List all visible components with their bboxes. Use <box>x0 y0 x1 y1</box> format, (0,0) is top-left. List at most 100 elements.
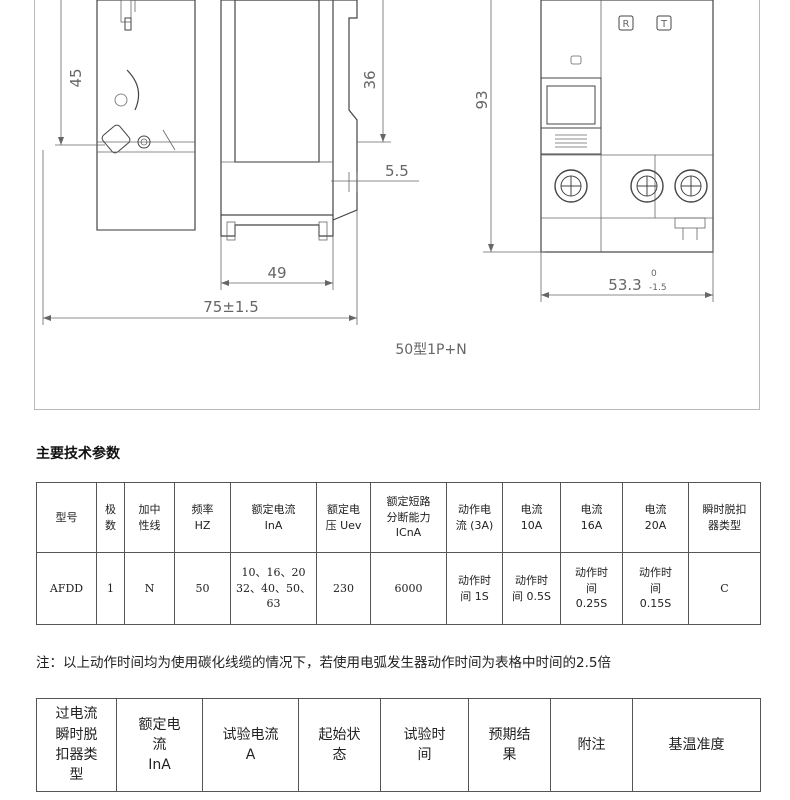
trip-header-cell-line: 基温准度 <box>668 736 725 753</box>
dim-53-3-upper-tolerance: 0 <box>651 269 657 279</box>
spec-header-cell-line: 器类型 <box>708 518 741 532</box>
spec-data-cell-line: 间 1S <box>460 589 489 603</box>
spec-header-cell-line: 电流 <box>644 502 667 516</box>
spec-header-cell-line: 性线 <box>138 518 161 532</box>
model-caption: 50型1P+N <box>395 342 466 358</box>
trip-header-cell-line: 瞬时脱 <box>55 726 98 743</box>
trip-header-cell-line: 试验时 <box>403 726 446 743</box>
dim-53-3-label: 53.3 <box>608 276 641 294</box>
spec-data-cell-line: 50 <box>195 581 210 595</box>
dimension-drawing: 45 36 5.5 49 75±1.5 <box>42 0 714 358</box>
spec-data-cell-line: 间 0.5S <box>512 589 551 603</box>
terminal-screw-icon <box>630 169 664 203</box>
t-button-label: T <box>660 19 668 30</box>
spec-header-cell-line: 频率 <box>191 502 214 516</box>
technical-drawing-panel: 45 36 5.5 49 75±1.5 <box>34 0 760 410</box>
spec-data-cell: 动作时间 0.5S <box>502 552 561 625</box>
front-view-dimensions <box>483 0 714 302</box>
trip-header-cell: 过电流瞬时脱扣器类型 <box>36 698 117 792</box>
spec-header-cell-line: HZ <box>194 518 211 532</box>
trip-header-cell-line: 扣器类 <box>55 747 98 763</box>
section-title: 主要技术参数 <box>36 446 120 462</box>
spec-data-cell-line: C <box>720 581 729 595</box>
spec-header-cell-line: 额定电 <box>327 502 360 516</box>
spec-data-cell: N <box>124 552 175 625</box>
trip-header-cell-line: 试验电流 <box>222 726 279 743</box>
spec-data-cell-line: 动作时 <box>639 565 672 579</box>
spec-data-cell-line: 63 <box>266 597 281 611</box>
spec-header-cell: 频率 HZ <box>174 482 231 553</box>
spec-data-cell-line: 6000 <box>394 581 423 595</box>
spec-data-cell-line: 1 <box>107 581 114 595</box>
spec-header-cell-line: InA <box>264 518 283 532</box>
spec-data-cell-line: 230 <box>333 581 354 595</box>
spec-header-cell: 加中性线 <box>124 482 175 553</box>
spec-data-cell-line: 动作时 <box>575 565 608 579</box>
spec-header-cell-line: 16A <box>580 518 603 532</box>
trip-header-cell: 基温准度 <box>632 698 761 792</box>
dim-75-label: 75±1.5 <box>203 298 259 316</box>
spec-header-cell-line: 动作电 <box>458 502 491 516</box>
side-view-outline <box>96 0 358 241</box>
spec-header-cell-line: 20A <box>644 518 667 532</box>
trip-header-cell-line: 预期结 <box>488 726 531 743</box>
spec-header-cell-line: 瞬时脱扣 <box>702 502 747 516</box>
t-button-icon <box>656 15 672 31</box>
spec-header-cell-line: 压 Uev <box>325 518 362 532</box>
spec-data-cell: 230 <box>316 552 371 625</box>
trip-header-cell-line: 起始状 <box>318 726 361 743</box>
spec-header-cell-line: 10A <box>520 518 543 532</box>
spec-header-cell: 瞬时脱扣器类型 <box>688 482 761 553</box>
trip-header-cell: 附注 <box>550 698 633 792</box>
trip-header-cell-line: 过电流 <box>55 706 98 723</box>
indicator-icon <box>570 55 582 65</box>
trip-header-cell: 试验时间 <box>380 698 469 792</box>
r-button-icon <box>618 15 634 31</box>
dim-36-label: 36 <box>361 70 379 89</box>
trip-header-cell-line: 间 <box>417 747 432 763</box>
spec-header-cell-line: 数 <box>105 518 116 532</box>
spec-data-cell: 1 <box>96 552 125 625</box>
spec-data-cell-line: 10、16、20 <box>241 565 306 579</box>
spec-header-cell-line: 额定电流 <box>251 502 296 516</box>
spec-header-cell-line: 额定短路 <box>386 494 431 508</box>
spec-data-cell-line: 0.25S <box>575 597 608 611</box>
spec-data-cell: 50 <box>174 552 231 625</box>
spec-header-cell-line: ICnA <box>395 526 422 540</box>
trip-header-cell-line: 附注 <box>577 736 606 753</box>
trip-header-cell-line: 额定电 <box>138 716 181 733</box>
spec-data-cell-line: N <box>144 581 155 595</box>
dim-53-3-lower-tolerance: -1.5 <box>649 283 667 293</box>
spec-header-cell: 动作电流 (3A) <box>446 482 503 553</box>
spec-header-cell: 型号 <box>36 482 97 553</box>
spec-data-cell: 6000 <box>370 552 447 625</box>
trip-header-cell-line: InA <box>148 757 171 774</box>
spec-header-cell: 极数 <box>96 482 125 553</box>
dim-45-label: 45 <box>67 68 85 87</box>
trip-header-cell: 试验电流 A <box>202 698 299 792</box>
spec-data-cell: 动作时间 1S <box>446 552 503 625</box>
dim-5-5-label: 5.5 <box>385 162 409 180</box>
spec-header-cell-line: 型号 <box>55 510 78 524</box>
dim-49-label: 49 <box>267 264 286 282</box>
spec-data-cell: 10、16、20 32、40、50、 63 <box>230 552 317 625</box>
trip-header-cell-line: A <box>245 747 256 763</box>
spec-data-cell-line: 间 <box>650 581 661 595</box>
terminal-screw-icon <box>554 169 588 203</box>
spec-header-cell-line: 电流 <box>580 502 603 516</box>
spec-header-cell: 电流 20A <box>622 482 689 553</box>
spec-header-cell: 额定电流 InA <box>230 482 317 553</box>
spec-data-cell-line: 32、40、50、 <box>236 581 311 595</box>
spec-header-cell: 额定电压 Uev <box>316 482 371 553</box>
trip-header-cell: 起始状态 <box>298 698 381 792</box>
